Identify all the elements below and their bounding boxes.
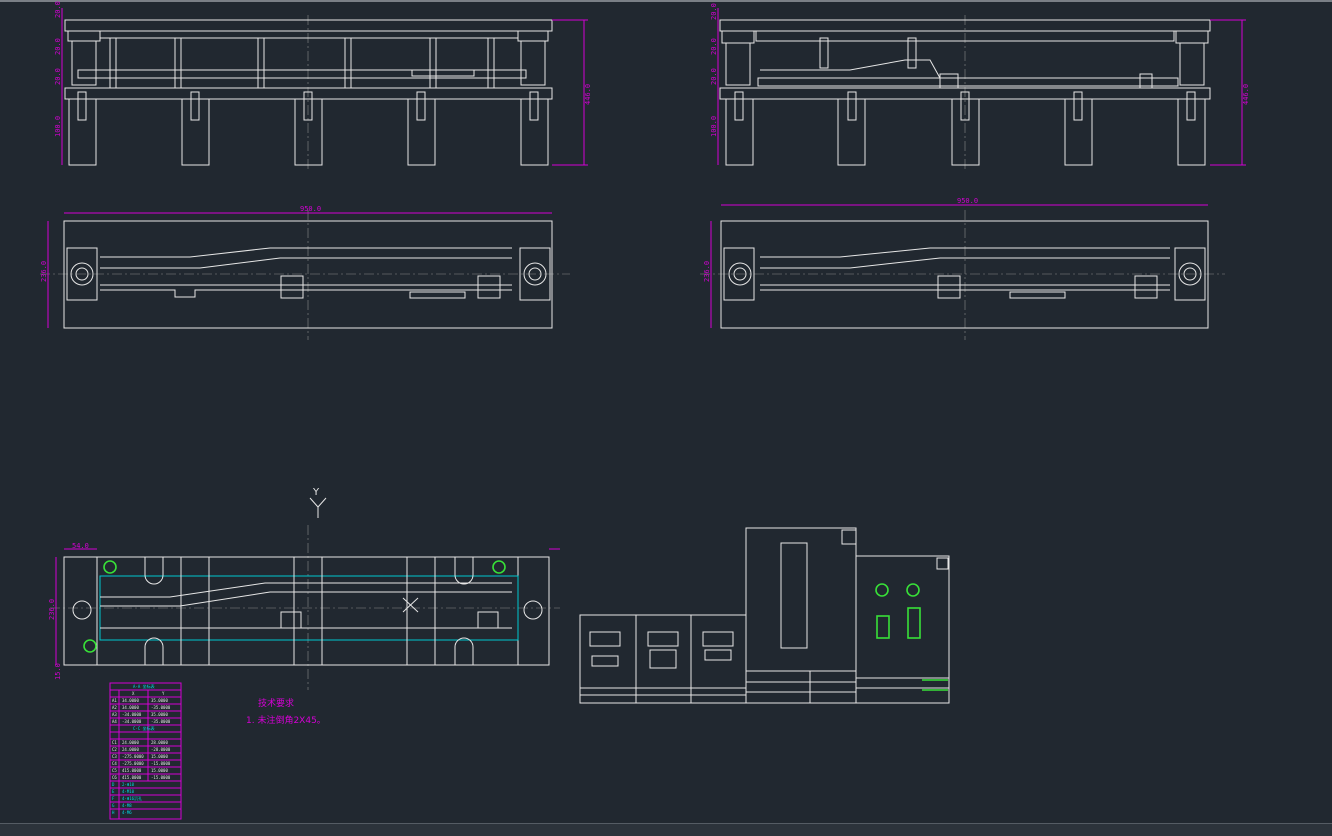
plan-view-left: 950.0 236.0 bbox=[40, 205, 570, 340]
table-cell: C4 bbox=[112, 761, 117, 766]
table-cell: F bbox=[112, 796, 115, 801]
table-cell: G bbox=[112, 803, 115, 808]
table-cell: C5 bbox=[112, 768, 117, 773]
table-cell: C6 bbox=[112, 775, 117, 780]
dim-plan-right-height: 236.0 bbox=[703, 261, 711, 282]
table-cell: -35.0000 bbox=[151, 705, 171, 710]
front-view-left: 20.0 20.0 20.0 100.0 446.0 bbox=[54, 1, 592, 172]
table-cell: D bbox=[112, 782, 115, 787]
part-sheet-3[interactable] bbox=[690, 614, 747, 704]
technical-notes: 技术要求 1. 未注倒角2X45。 bbox=[246, 697, 326, 726]
plan-view-right: 950.0 236.0 bbox=[700, 197, 1225, 340]
dim-front-left-2: 20.0 bbox=[54, 38, 62, 55]
notes-line-1: 1. 未注倒角2X45。 bbox=[246, 714, 326, 726]
table-cell: A4 bbox=[112, 719, 117, 724]
table-cell: 34.0000 bbox=[122, 705, 139, 710]
table-cell: 34.0000 bbox=[122, 698, 139, 703]
table-header-a: A-A 坐标表 bbox=[133, 683, 155, 689]
table-cell: E bbox=[112, 789, 115, 794]
dim-plan-left-height: 236.0 bbox=[40, 261, 48, 282]
table-cell: 15.0000 bbox=[151, 754, 168, 759]
table-cell: 24.0000 bbox=[122, 740, 139, 745]
table-cell: 4-M6 bbox=[122, 810, 132, 815]
part-sheet-2[interactable] bbox=[635, 614, 692, 704]
top-border bbox=[0, 0, 1332, 2]
table-cell: C2 bbox=[112, 747, 117, 752]
status-bar bbox=[0, 823, 1332, 836]
dim-front-left-1: 20.0 bbox=[54, 1, 62, 18]
table-cell: 4-M10 bbox=[122, 789, 135, 794]
table-col-x: X bbox=[132, 691, 135, 696]
table-cell: 35.0000 bbox=[151, 712, 168, 717]
table-cell: -34.0000 bbox=[122, 712, 142, 717]
part-sheet-4[interactable] bbox=[745, 527, 857, 704]
table-cell: -28.0000 bbox=[151, 747, 171, 752]
table-cell: 4-M8 bbox=[122, 803, 132, 808]
table-cell: -275.0000 bbox=[122, 761, 144, 766]
hole-coordinate-table[interactable]: A-A 坐标表 X Y A1 34.0000 35.0000 A2 34.000… bbox=[109, 682, 182, 820]
dim-front-left-3: 20.0 bbox=[54, 68, 62, 85]
table-cell: 15.0000 bbox=[151, 768, 168, 773]
dim-plan-left-width: 950.0 bbox=[300, 205, 321, 213]
bottom-plate-view: Y 54.0 236.0 15.0 bbox=[48, 487, 560, 690]
dim-front-right-4: 100.0 bbox=[710, 116, 718, 137]
table-cell: C3 bbox=[112, 754, 117, 759]
table-cell: 35.0000 bbox=[151, 698, 168, 703]
dim-bottom-edge: 15.0 bbox=[54, 663, 62, 680]
table-header-c: C-C 坐标表 bbox=[133, 725, 155, 731]
table-col-y: Y bbox=[162, 691, 165, 696]
part-sheet-5[interactable] bbox=[855, 555, 950, 704]
table-cell: 28.0000 bbox=[151, 740, 168, 745]
dim-front-left-4: 100.0 bbox=[54, 116, 62, 137]
table-cell: -275.0000 bbox=[122, 754, 144, 759]
table-cell: A1 bbox=[112, 698, 117, 703]
front-view-right: 20.0 20.0 20.0 100.0 446.0 bbox=[710, 3, 1250, 172]
table-cell: 2-Φ10 bbox=[122, 782, 135, 787]
dim-front-right-2: 20.0 bbox=[710, 38, 718, 55]
dim-front-right-total: 446.0 bbox=[1242, 84, 1250, 105]
dim-front-right-1: 20.0 bbox=[710, 3, 718, 20]
table-cell: 415.0000 bbox=[122, 775, 142, 780]
table-cell: -15.0000 bbox=[151, 761, 171, 766]
dim-bottom-height: 236.0 bbox=[48, 599, 56, 620]
table-cell: -34.0000 bbox=[122, 719, 142, 724]
table-cell: -15.0000 bbox=[151, 775, 171, 780]
dim-plan-right-width: 950.0 bbox=[957, 197, 978, 205]
axis-y-label: Y bbox=[312, 487, 320, 498]
table-cell: C1 bbox=[112, 740, 117, 745]
dim-bottom-offset: 54.0 bbox=[72, 542, 89, 550]
dim-front-left-total: 446.0 bbox=[584, 84, 592, 105]
table-cell: A2 bbox=[112, 705, 117, 710]
table-cell: -35.0000 bbox=[151, 719, 171, 724]
table-cell: 24.0000 bbox=[122, 747, 139, 752]
table-cell: 4-Φ16沉孔 bbox=[122, 795, 142, 801]
part-sheet-1[interactable] bbox=[579, 614, 637, 704]
dim-front-right-3: 20.0 bbox=[710, 68, 718, 85]
notes-title: 技术要求 bbox=[258, 697, 294, 709]
table-cell: H bbox=[112, 810, 115, 815]
table-cell: A3 bbox=[112, 712, 117, 717]
table-cell: 415.0000 bbox=[122, 768, 142, 773]
